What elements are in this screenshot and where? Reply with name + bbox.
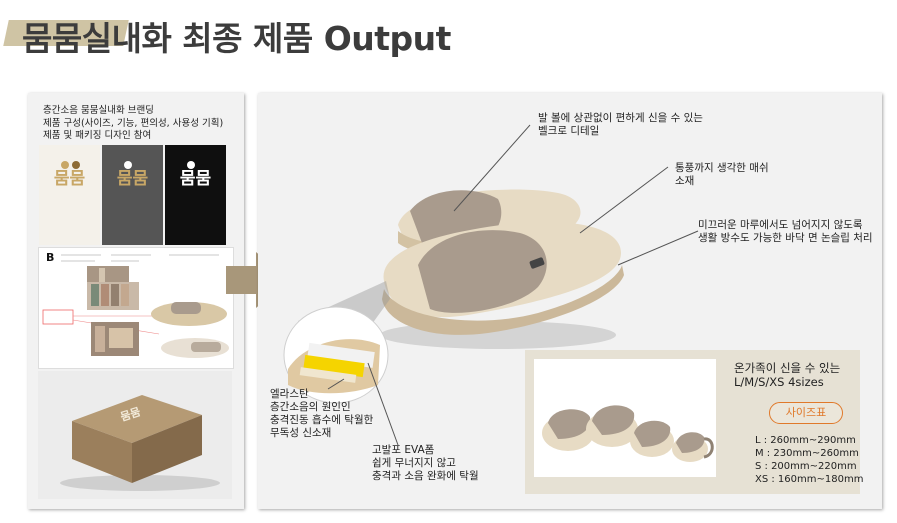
doc-section-letter: B: [46, 251, 55, 264]
description-line: 제품 및 패키징 디자인 참여: [43, 130, 152, 141]
callout-text: 엘라스탄: [270, 388, 309, 400]
brand-logo-word: 뭄뭄: [116, 169, 149, 189]
description-line: 제품 구성(사이즈, 기능, 편의성, 사용성 기획): [43, 117, 224, 129]
callout-text: 미끄러운 마루에서도 넘어지지 않도록: [698, 219, 863, 231]
size-row: M : 230mm~260mm: [755, 448, 859, 459]
arrow-right-icon: [226, 252, 288, 308]
family-slippers-photo: [534, 359, 716, 477]
callout-text: 벨크로 디테일: [538, 125, 600, 137]
callout-text: 소재: [675, 175, 695, 187]
callout-velcro: 발 볼에 상관없이 편하게 신을 수 있는 벨크로 디테일: [538, 112, 703, 138]
brand-card-light: 뭄뭄: [39, 145, 100, 245]
callout-eva: 고발포 EVA폼 쉽게 무너지지 않고 충격과 소음 완화에 탁월: [372, 444, 479, 483]
callout-elastane: 엘라스탄 층간소음의 원인인 충격진동 흡수에 탁월한 무독성 신소재: [270, 388, 373, 440]
callout-text: 생활 방수도 가능한 바닥 면 논슬립 처리: [698, 232, 873, 244]
size-list: L : 260mm~290mm M : 230mm~260mm S : 200m…: [755, 434, 864, 486]
callout-text: 충격진동 흡수에 탁월한: [270, 414, 374, 426]
callout-text: 층간소음의 원인인: [270, 401, 351, 413]
product-illustration: [283, 124, 699, 446]
description-line: 층간소음 뭄뭄실내화 브랜딩: [43, 105, 154, 116]
packaging-box-illustration: 뭄뭄: [60, 395, 220, 491]
size-row: L : 260mm~290mm: [755, 435, 856, 446]
callout-nonslip: 미끄러운 마루에서도 넘어지지 않도록 생활 방수도 가능한 바닥 면 논슬립 …: [698, 219, 873, 245]
brand-card-black: 뭄뭄: [165, 145, 226, 245]
box-logo-text: 뭄뭄: [119, 405, 142, 424]
size-row: XS : 160mm~180mm: [755, 474, 864, 485]
callout-text: 쉽게 무너지지 않고: [372, 457, 456, 469]
size-chart-button[interactable]: 사이즈표: [769, 402, 843, 424]
family-slippers-illustration: [542, 405, 714, 462]
callout-text: 무독성 신소재: [270, 427, 332, 439]
size-box-title: 온가족이 신을 수 있는 L/M/S/XS 4sizes: [734, 361, 840, 389]
slipper-front: [382, 221, 624, 335]
brand-logo-word: 뭄뭄: [179, 169, 212, 189]
page-title: 뭄뭄실내화 최종 제품 Output: [22, 19, 451, 58]
branding-description: 층간소음 뭄뭄실내화 브랜딩 제품 구성(사이즈, 기능, 편의성, 사용성 기…: [43, 105, 223, 143]
callout-text: 통풍까지 생각한 매쉬: [675, 162, 769, 174]
product-panel: 발 볼에 상관없이 편하게 신을 수 있는 벨크로 디테일 통풍까지 생각한 매…: [258, 93, 882, 509]
brand-logo-word: 뭄뭄: [53, 169, 86, 189]
brand-card-gray: 뭄뭄: [102, 145, 163, 245]
sole-cross-section: [288, 339, 380, 394]
callout-text: 충격과 소음 완화에 탁월: [372, 470, 479, 482]
branding-panel: 층간소음 뭄뭄실내화 브랜딩 제품 구성(사이즈, 기능, 편의성, 사용성 기…: [28, 93, 244, 509]
callout-text: 고발포 EVA폼: [372, 444, 435, 456]
packaging-box-photo: 뭄뭄: [38, 371, 232, 499]
callout-mesh: 통풍까지 생각한 매쉬 소재: [675, 162, 769, 188]
design-document-thumbnail: B: [38, 247, 234, 369]
size-title-line: 온가족이 신을 수 있는: [734, 361, 841, 375]
callout-text: 발 볼에 상관없이 편하게 신을 수 있는: [538, 112, 703, 124]
size-info-box: 온가족이 신을 수 있는 L/M/S/XS 4sizes 사이즈표 L : 26…: [525, 350, 864, 494]
document-illustration: [42, 266, 229, 358]
size-row: S : 200mm~220mm: [755, 461, 857, 472]
size-title-line: L/M/S/XS 4sizes: [734, 375, 824, 389]
